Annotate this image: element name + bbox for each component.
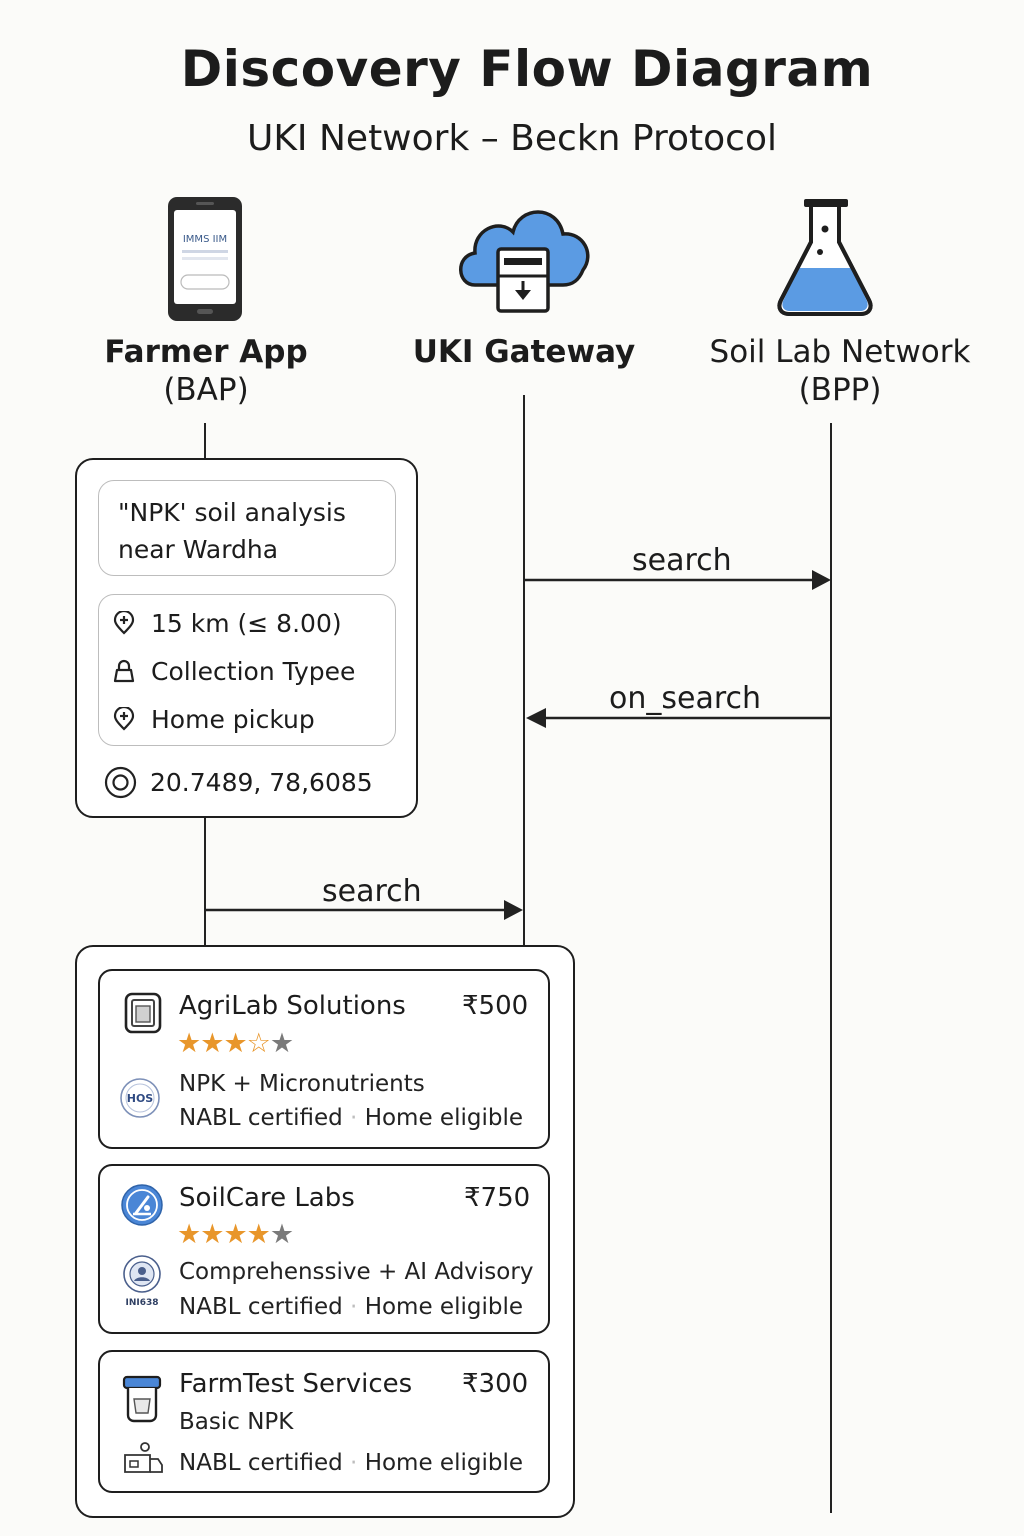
cert-tag: NABL certified bbox=[179, 1105, 343, 1131]
lab-price: ₹300 bbox=[462, 1369, 529, 1399]
farmer-lifeline-bottom bbox=[204, 818, 206, 946]
eligibility-tag: Home eligible bbox=[364, 1105, 523, 1131]
arrowhead-icon bbox=[812, 570, 831, 590]
sample-container-icon bbox=[122, 1375, 162, 1423]
lab-description: Comprehenssive + AI Advisory bbox=[179, 1259, 534, 1285]
search-query-text: "NPK' soil analysis near Wardha bbox=[98, 480, 396, 576]
cert-tag: NABL certified bbox=[179, 1450, 343, 1476]
rating-stars: ★★★★★ bbox=[177, 1219, 294, 1250]
microscope-icon bbox=[121, 1184, 163, 1226]
lab-name: SoilCare Labs bbox=[179, 1183, 355, 1213]
eligibility-tag: Home eligible bbox=[364, 1294, 523, 1320]
home-collection-icon bbox=[124, 1442, 163, 1473]
lab-flask-icon bbox=[777, 199, 873, 316]
lab-price: ₹750 bbox=[464, 1183, 531, 1213]
star-half-icon: ☆ bbox=[246, 1028, 271, 1059]
location-plus-icon bbox=[110, 707, 138, 731]
result-card[interactable] bbox=[98, 1164, 550, 1334]
cert-tag: NABL certified bbox=[179, 1294, 343, 1320]
filter-collection-type: Collection Typee bbox=[110, 656, 355, 686]
actor-gateway-name: UKI Gateway bbox=[412, 334, 636, 370]
gateway-lifeline bbox=[523, 395, 525, 946]
farmer-lifeline-top bbox=[204, 423, 206, 459]
star-icon: ★ bbox=[200, 1219, 224, 1250]
filter-home-pickup: Home pickup bbox=[110, 704, 315, 734]
message-label-search-1: search bbox=[632, 543, 732, 578]
filter-distance-label: 15 km (≤ 8.00) bbox=[151, 608, 342, 638]
actor-farmer-role: (BAP) bbox=[163, 372, 249, 408]
star-icon: ★ bbox=[246, 1219, 271, 1250]
filter-distance: 15 km (≤ 8.00) bbox=[110, 608, 342, 638]
actor-farmer-name: Farmer App bbox=[104, 334, 308, 370]
seal-text: INI638 bbox=[125, 1298, 158, 1308]
message-label-on-search: on_search bbox=[609, 681, 762, 716]
query-text-line-2: near Wardha bbox=[118, 535, 279, 564]
result-card[interactable] bbox=[98, 1350, 550, 1493]
arrowhead-icon bbox=[504, 900, 523, 920]
phone-screen-text: IMMS IIM bbox=[183, 234, 227, 245]
arrowhead-icon bbox=[526, 708, 546, 728]
lock-icon bbox=[110, 659, 138, 683]
lab-name: FarmTest Services bbox=[179, 1369, 413, 1399]
page-title: Discovery Flow Diagram bbox=[180, 40, 874, 98]
star-icon: ★ bbox=[177, 1219, 201, 1250]
lab-price: ₹500 bbox=[462, 991, 529, 1021]
actor-soil-role: (BPP) bbox=[798, 372, 882, 408]
location-coordinates: 20.7489, 78,6085 bbox=[104, 766, 373, 799]
star-icon: ★ bbox=[223, 1028, 247, 1059]
lab-description: Basic NPK bbox=[179, 1409, 294, 1435]
page-subtitle: UKI Network – Beckn Protocol bbox=[246, 118, 778, 159]
result-card[interactable] bbox=[98, 969, 550, 1149]
smartphone-icon: IMMS IIM bbox=[168, 197, 242, 321]
seal-text: HOS bbox=[127, 1092, 154, 1105]
coordinates-text: 20.7489, 78,6085 bbox=[150, 768, 373, 797]
soil-lab-lifeline bbox=[830, 423, 832, 1513]
lab-name: AgriLab Solutions bbox=[179, 991, 406, 1021]
lab-building-icon bbox=[124, 992, 162, 1034]
lab-tags: NABL certified · Home eligible bbox=[179, 1294, 523, 1320]
actor-farmer-app: Farmer App (BAP) bbox=[76, 333, 336, 409]
star-icon: ★ bbox=[177, 1028, 201, 1059]
filter-home-pickup-label: Home pickup bbox=[151, 704, 315, 734]
eligibility-tag: Home eligible bbox=[364, 1450, 523, 1476]
target-icon bbox=[104, 766, 137, 799]
query-text-line-1: "NPK' soil analysis bbox=[118, 498, 346, 527]
star-icon: ★ bbox=[269, 1028, 294, 1059]
star-icon: ★ bbox=[223, 1219, 247, 1250]
lab-tags: NABL certified · Home eligible bbox=[179, 1105, 523, 1131]
lab-tags: NABL certified · Home eligible bbox=[179, 1450, 523, 1476]
filter-collection-type-label: Collection Typee bbox=[151, 656, 356, 686]
cloud-server-icon bbox=[459, 210, 590, 313]
lab-description: NPK + Micronutrients bbox=[179, 1071, 425, 1097]
location-plus-icon bbox=[110, 611, 138, 635]
rating-stars: ★★★☆★ bbox=[177, 1028, 294, 1059]
accreditation-seal-icon: HOS bbox=[120, 1078, 160, 1118]
search-filters bbox=[98, 594, 396, 746]
star-icon: ★ bbox=[200, 1028, 224, 1059]
star-icon: ★ bbox=[269, 1219, 294, 1250]
actor-uki-gateway: UKI Gateway bbox=[394, 333, 654, 371]
institution-seal-icon: INI638 bbox=[123, 1255, 161, 1308]
actor-soil-name: Soil Lab Network bbox=[709, 334, 971, 370]
message-label-search-2: search bbox=[322, 874, 422, 909]
actor-soil-lab-network: Soil Lab Network (BPP) bbox=[690, 333, 990, 409]
